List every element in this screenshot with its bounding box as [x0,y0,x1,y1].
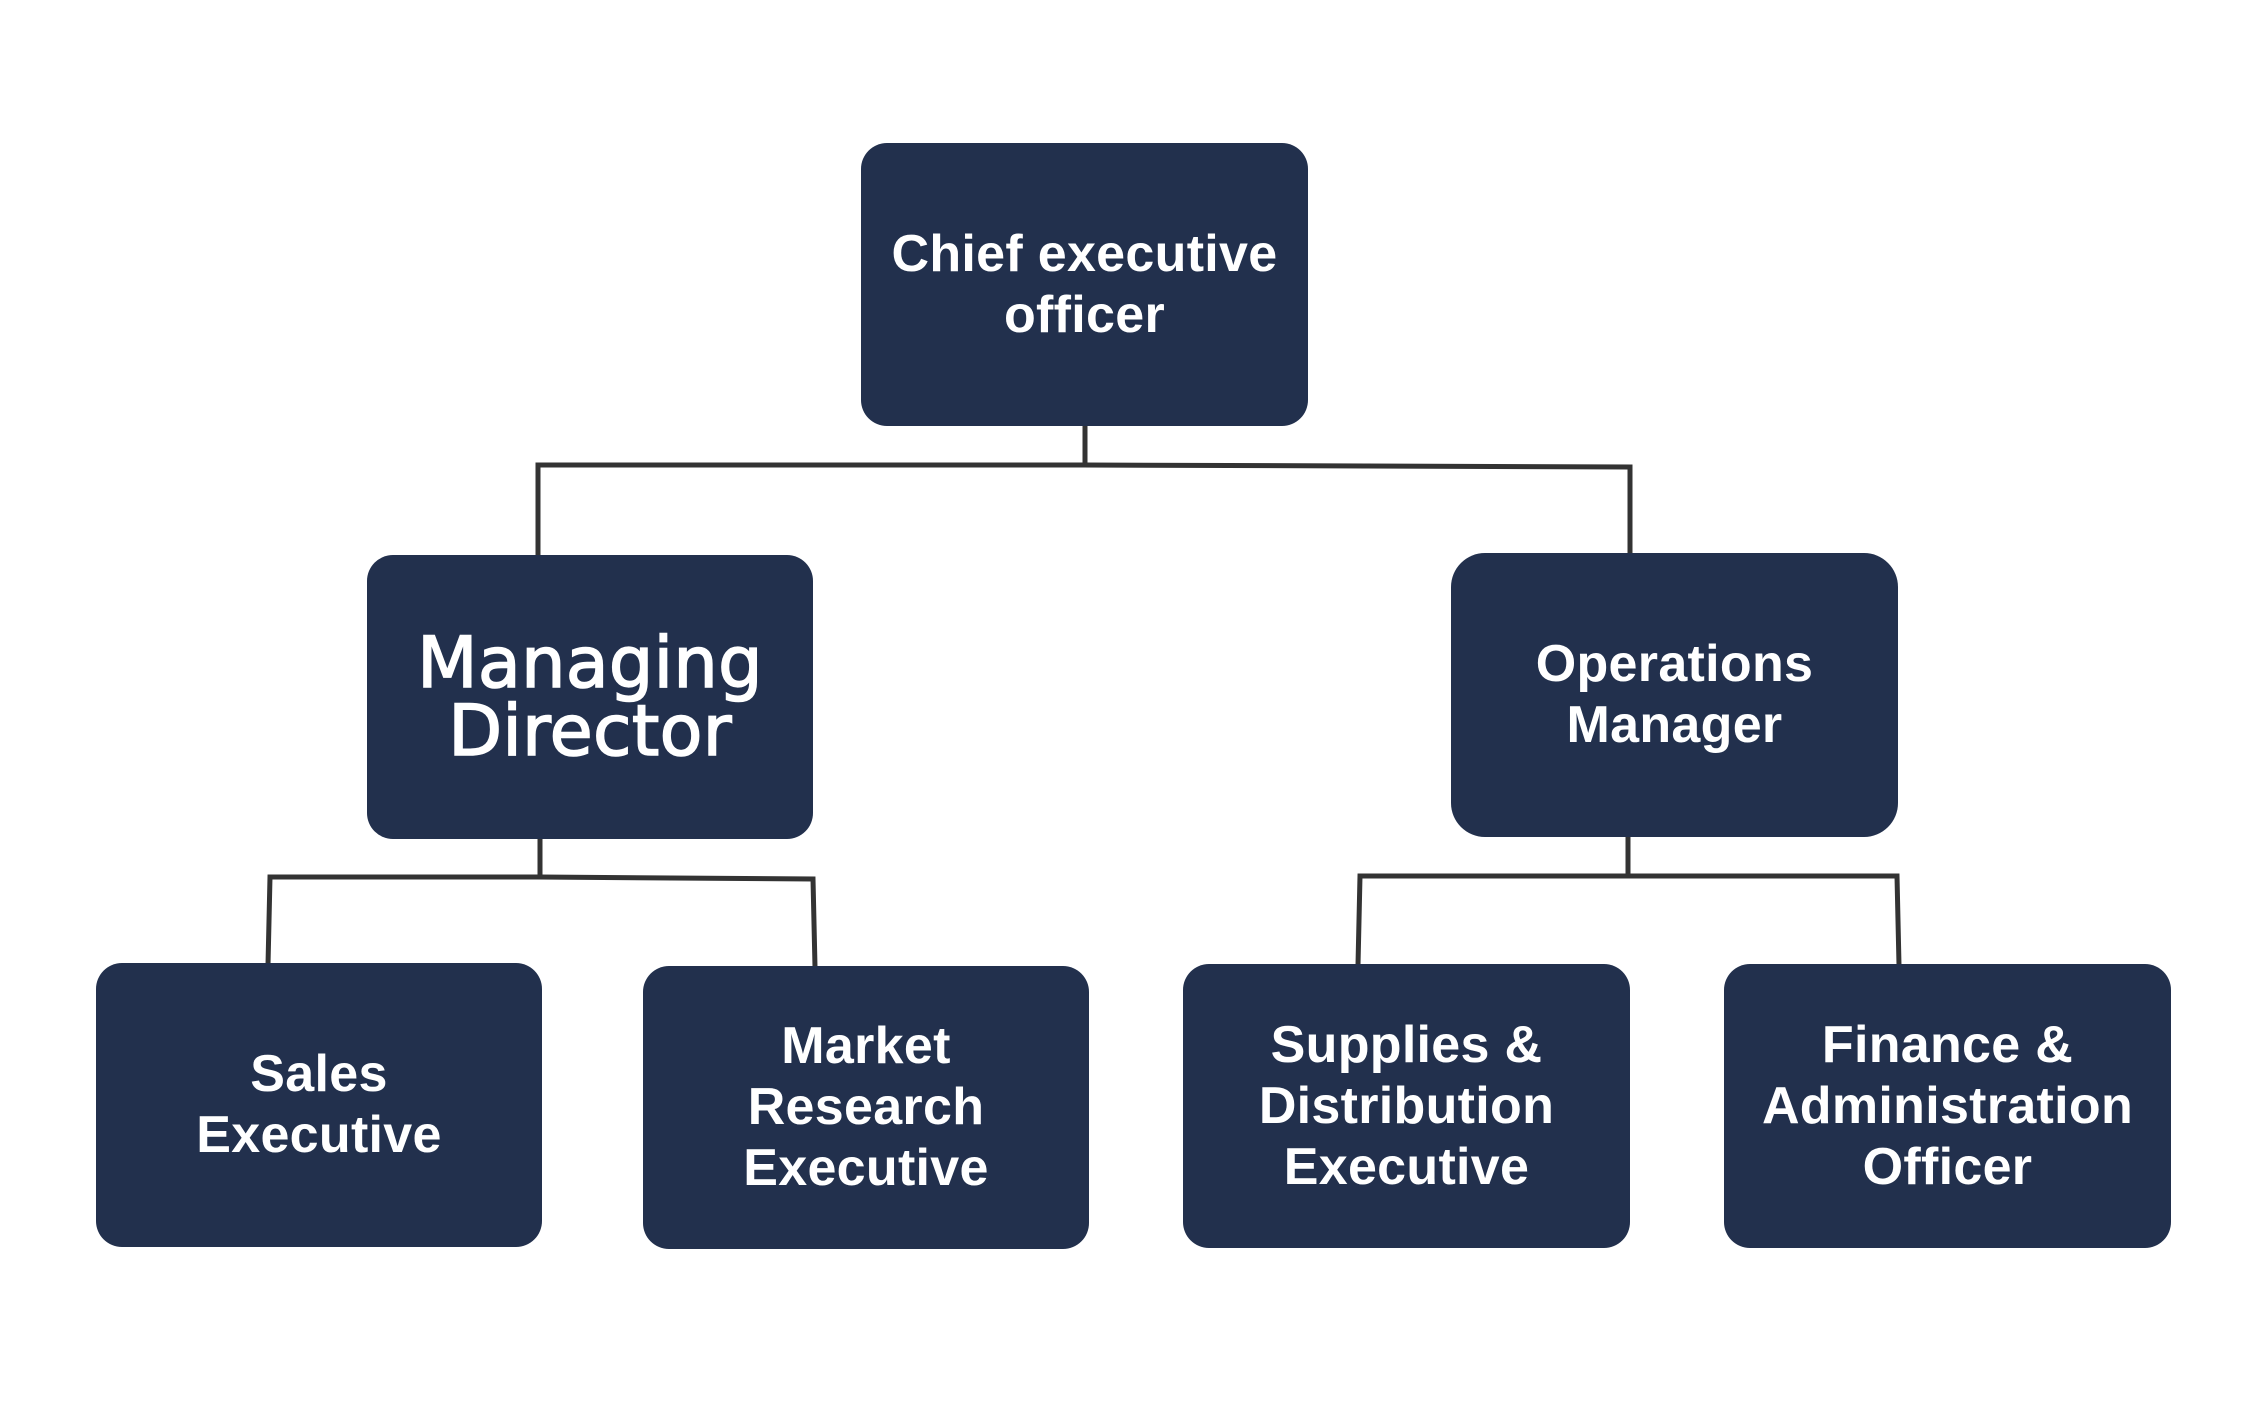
connector-om-to-finance-administration-officer [1625,873,1902,968]
node-label: Sales Executive [196,1045,442,1164]
node-supplies-distribution-executive[interactable]: Supplies & Distribution Executive [1183,964,1630,1248]
node-chief-executive-officer[interactable]: Chief executive officer [861,143,1308,426]
node-label: Finance & Administration Officer [1761,1015,2134,1196]
node-label: Market Research Executive [743,1017,989,1197]
node-finance-administration-officer[interactable]: Finance & Administration Officer [1724,964,2171,1248]
node-label: Supplies & Distribution Executive [1258,1015,1555,1196]
connector-md-to-sales-executive [265,837,543,968]
node-operations-manager[interactable]: Operations Manager [1451,553,1898,837]
connector-om-to-supplies-distribution-executive [1355,835,1631,968]
node-label: Managing Director [416,622,763,772]
node-managing-director[interactable]: Managing Director [367,555,813,839]
connector-md-to-market-research-executive [537,874,818,970]
node-label: Chief executive officer [891,224,1278,344]
connector-ceo-to-managing-director [535,424,1088,558]
node-sales-executive[interactable]: Sales Executive [96,963,542,1247]
connector-ceo-to-operations-manager [1082,462,1633,556]
node-market-research-executive[interactable]: Market Research Executive [643,966,1089,1249]
node-label: Operations Manager [1535,635,1814,754]
